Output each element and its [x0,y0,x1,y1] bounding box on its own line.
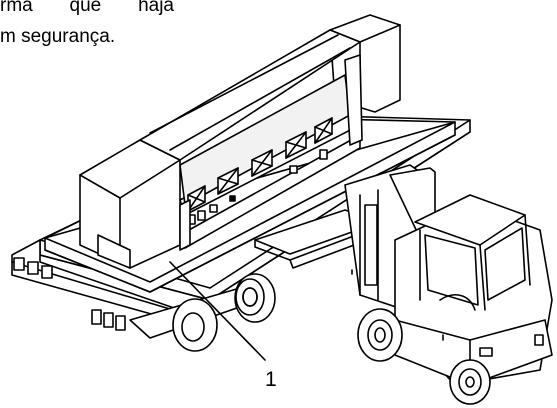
forklift [254,164,553,405]
forklift-front-wheel-icon [357,308,403,362]
truck-wheel-icon [172,298,218,352]
caption-line-2: m segurança. [0,26,116,47]
printer-body [79,14,401,269]
caption-line-1: rma que haja [0,0,174,16]
callout-1-number: 1 [265,368,277,391]
callout-1-leader-line [169,261,266,361]
handling-symbol-icon [242,287,258,307]
forklift-rear-wheel-icon [449,359,491,405]
packaging-box-icon [187,117,333,212]
